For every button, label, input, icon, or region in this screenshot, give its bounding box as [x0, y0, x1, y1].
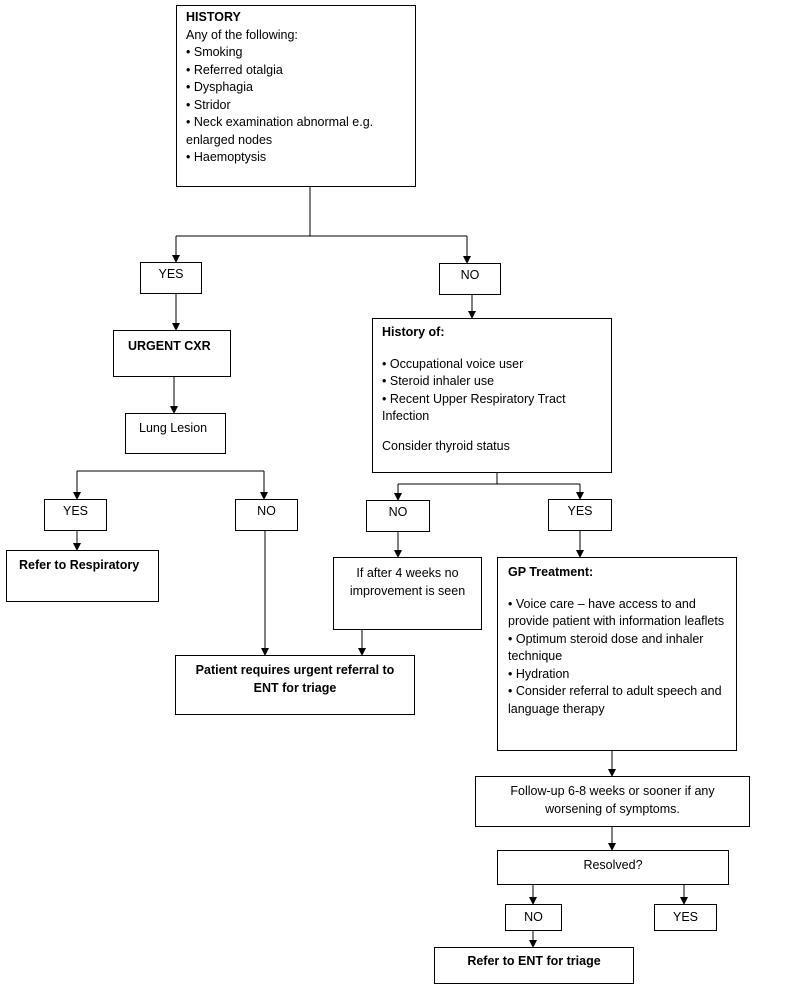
history-item: Smoking — [186, 44, 407, 62]
lesion-yes-label: YES — [62, 504, 88, 518]
if-after-label: If after 4 weeks no improvement is seen — [349, 566, 466, 598]
if-after-box: If after 4 weeks no improvement is seen — [333, 557, 482, 630]
refer-ent-box: Refer to ENT for triage — [434, 947, 634, 984]
history-list: Smoking Referred otalgia Dysphagia Strid… — [186, 44, 407, 167]
history-item: Dysphagia — [186, 79, 407, 97]
gp-treatment-item: Optimum steroid dose and inhaler techniq… — [508, 631, 728, 666]
resolved-yes-label: YES — [672, 910, 698, 924]
gp-treatment-item: Consider referral to adult speech and la… — [508, 683, 728, 718]
lung-lesion-box: Lung Lesion — [125, 413, 226, 454]
history-of-item: Steroid inhaler use — [382, 373, 603, 391]
history-of-note: Consider thyroid status — [382, 438, 510, 453]
history-box: HISTORY Any of the following: Smoking Re… — [176, 5, 416, 187]
history-intro: Any of the following: — [186, 27, 298, 42]
lesion-no-box: NO — [235, 499, 298, 531]
hist-yes-label: YES — [567, 504, 593, 518]
resolved-label: Resolved? — [583, 858, 643, 872]
history-of-box: History of: Occupational voice user Ster… — [372, 318, 612, 473]
refer-respiratory-box: Refer to Respiratory — [6, 550, 159, 602]
hist-no-box: NO — [366, 500, 430, 532]
hist-yes-box: YES — [548, 499, 612, 531]
history-no-label: NO — [460, 268, 480, 282]
refer-respiratory-label: Refer to Respiratory — [19, 558, 140, 572]
lesion-no-label: NO — [257, 504, 276, 518]
hist-no-label: NO — [388, 505, 408, 519]
history-yes-label: YES — [158, 267, 184, 281]
resolved-no-label: NO — [524, 910, 543, 924]
history-no-box: NO — [439, 263, 501, 295]
resolved-box: Resolved? — [497, 850, 729, 885]
gp-treatment-title: GP Treatment: — [508, 565, 594, 579]
history-of-title: History of: — [382, 325, 445, 339]
history-yes-box: YES — [140, 262, 202, 294]
history-title: HISTORY — [186, 10, 241, 24]
urgent-cxr-box: URGENT CXR — [113, 330, 231, 377]
resolved-no-box: NO — [505, 904, 562, 931]
followup-box: Follow-up 6-8 weeks or sooner if any wor… — [475, 776, 750, 827]
history-item: Neck examination abnormal e.g. enlarged … — [186, 114, 407, 149]
gp-treatment-list: Voice care – have access to and provide … — [508, 596, 728, 719]
refer-ent-label: Refer to ENT for triage — [467, 954, 601, 968]
history-item: Stridor — [186, 97, 407, 115]
history-of-item: Recent Upper Respiratory Tract Infection — [382, 391, 603, 426]
urgent-referral-label: Patient requires urgent referral to ENT … — [195, 663, 395, 695]
gp-treatment-box: GP Treatment: Voice care – have access t… — [497, 557, 737, 751]
followup-label: Follow-up 6-8 weeks or sooner if any wor… — [510, 784, 715, 816]
history-item: Haemoptysis — [186, 149, 407, 167]
history-of-item: Occupational voice user — [382, 356, 603, 374]
lung-lesion-label: Lung Lesion — [139, 421, 208, 435]
resolved-yes-box: YES — [654, 904, 717, 931]
urgent-referral-box: Patient requires urgent referral to ENT … — [175, 655, 415, 715]
lesion-yes-box: YES — [44, 499, 107, 531]
urgent-cxr-label: URGENT CXR — [128, 339, 211, 353]
gp-treatment-item: Hydration — [508, 666, 728, 684]
history-of-list: Occupational voice user Steroid inhaler … — [382, 356, 603, 426]
history-item: Referred otalgia — [186, 62, 407, 80]
gp-treatment-item: Voice care – have access to and provide … — [508, 596, 728, 631]
